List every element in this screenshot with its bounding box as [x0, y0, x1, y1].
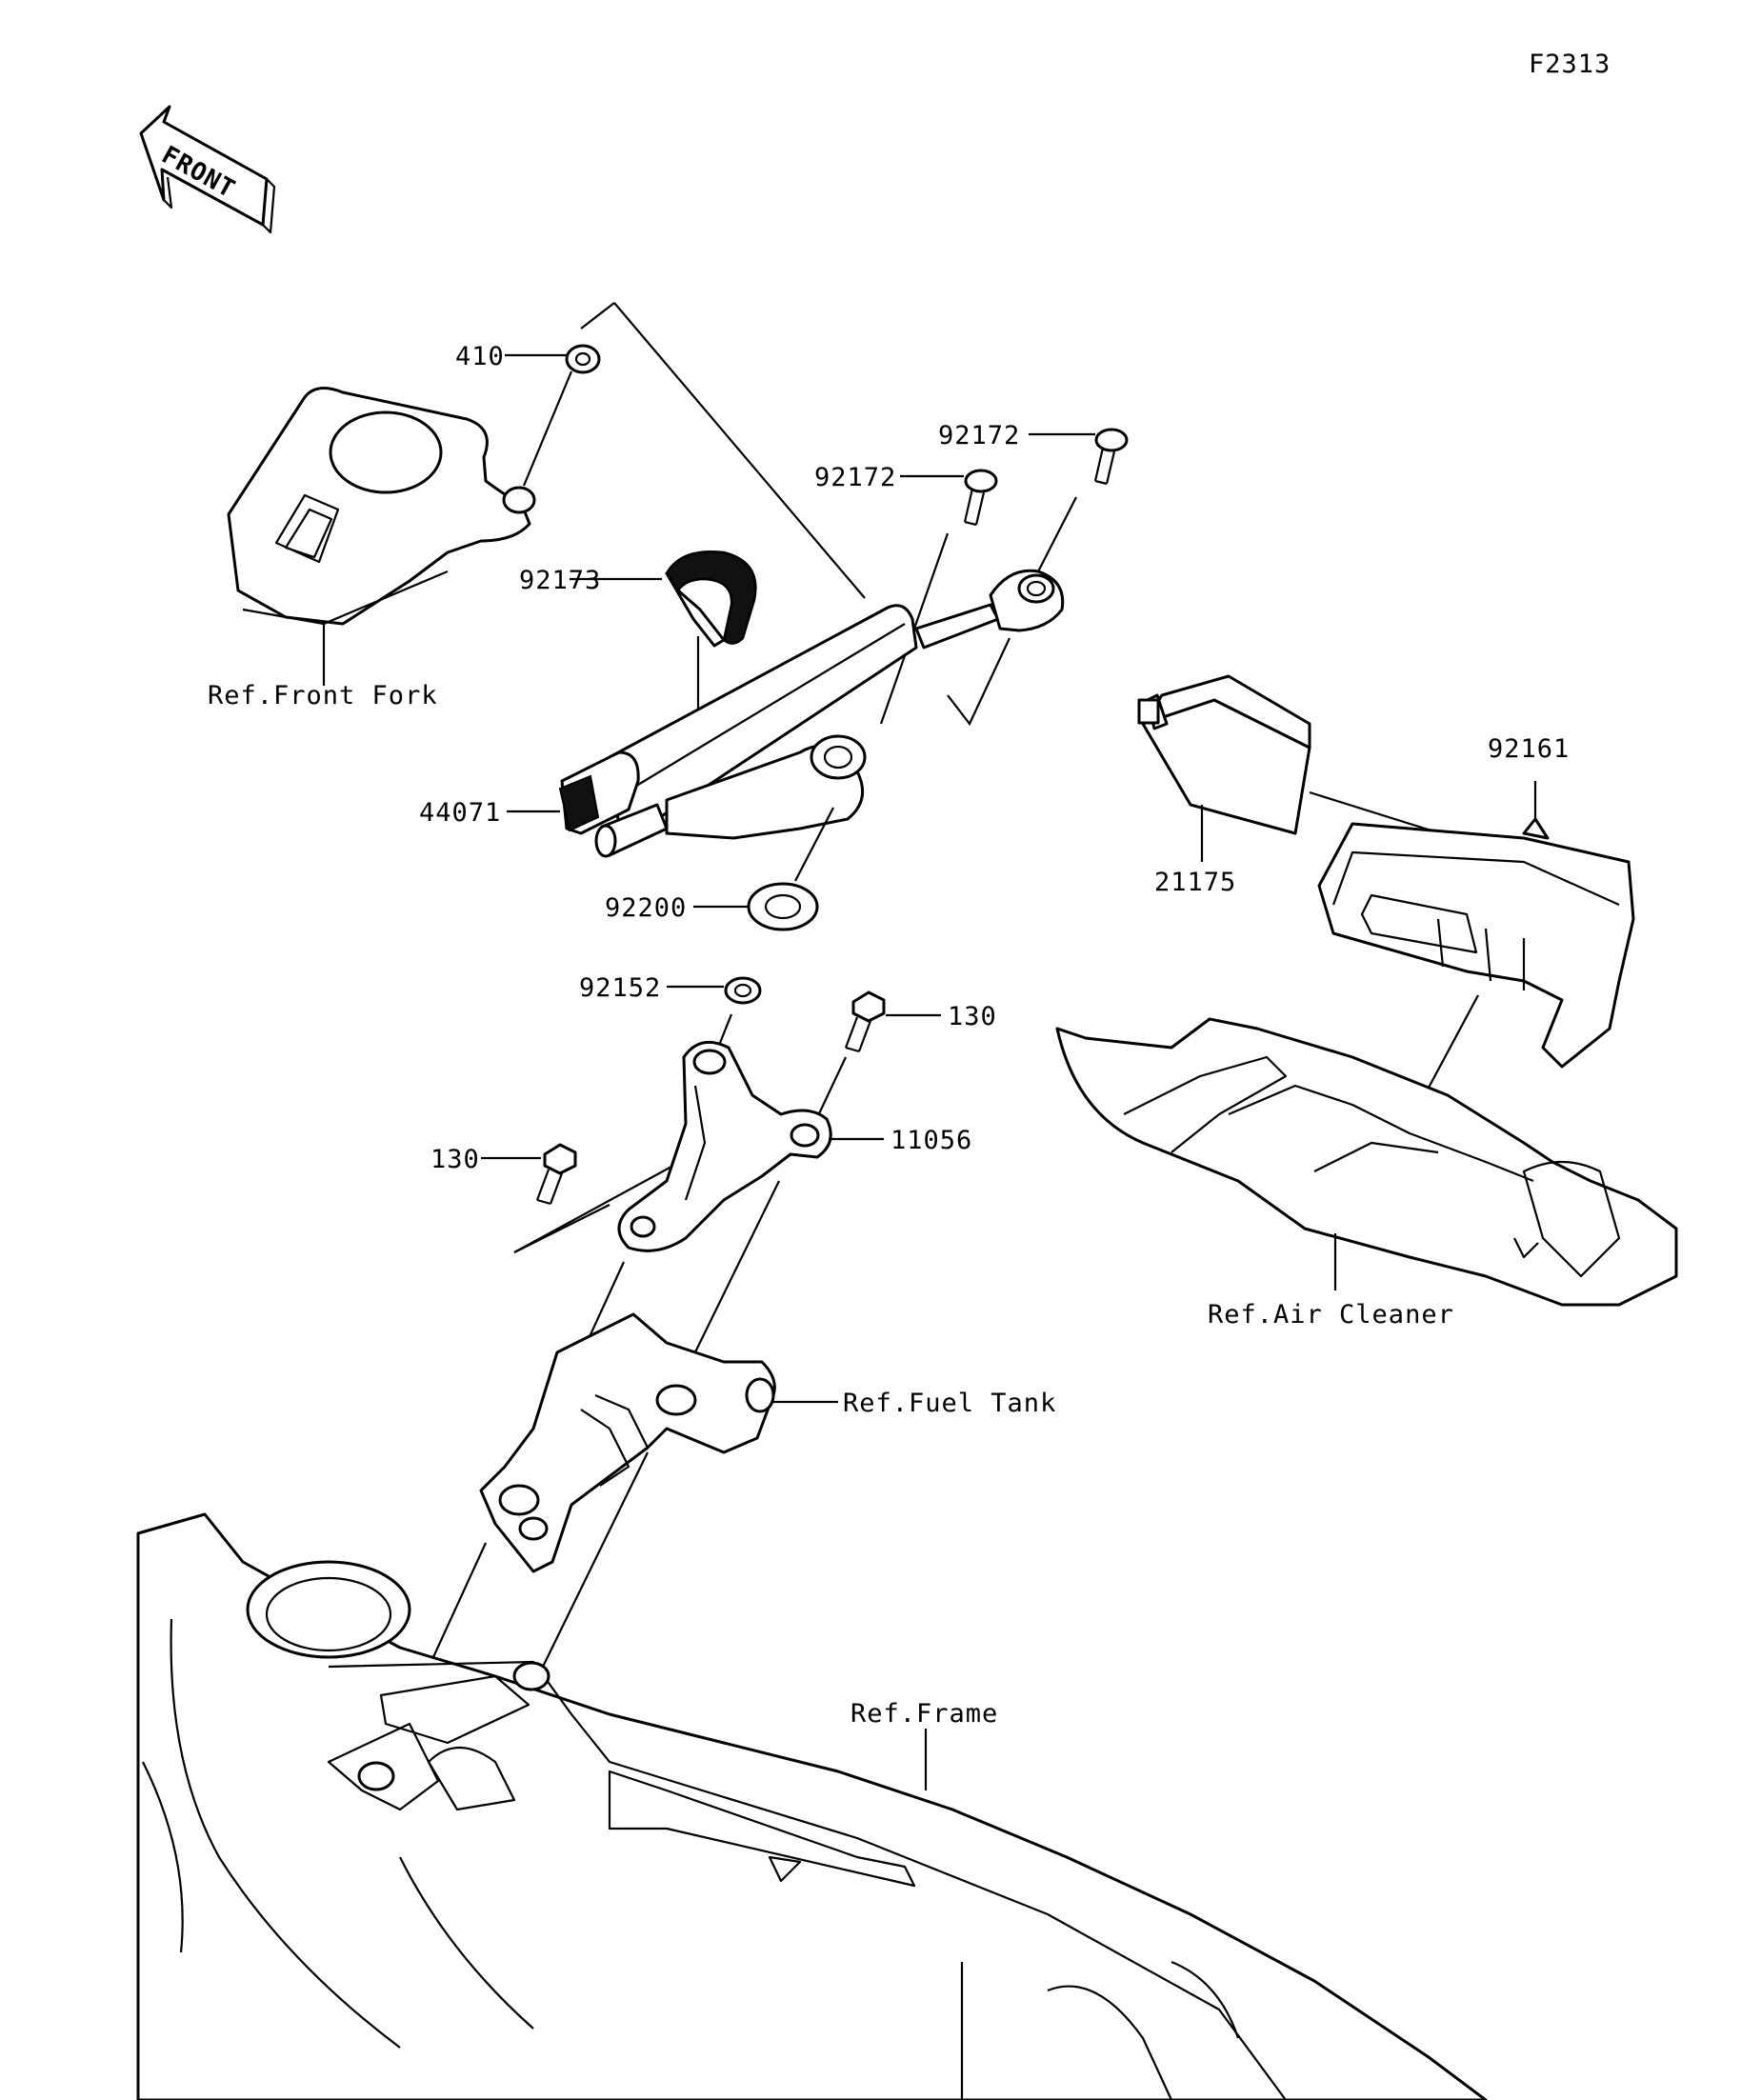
label-92172-a: 92172 — [938, 421, 1020, 450]
label-21175: 21175 — [1154, 868, 1236, 897]
fuel-tank-bracket — [479, 1312, 776, 1573]
label-92200: 92200 — [605, 893, 687, 923]
label-92173: 92173 — [519, 566, 601, 595]
washer-92152 — [724, 976, 762, 1005]
bolt-92172-b — [963, 469, 998, 527]
label-11056: 11056 — [891, 1126, 972, 1155]
label-130-a: 130 — [948, 1002, 997, 1031]
label-ref-fuel-tank: Ref.Fuel Tank — [843, 1389, 1056, 1418]
label-92161: 92161 — [1488, 734, 1570, 764]
cover-92161 — [1317, 817, 1635, 1069]
bolt-92172-a — [1093, 428, 1129, 486]
bolt-130-b — [535, 1143, 577, 1206]
diagram-code: F2313 — [1529, 50, 1611, 79]
steering-damper-44071 — [558, 569, 1065, 858]
label-ref-frame: Ref.Frame — [850, 1699, 998, 1729]
label-92152: 92152 — [579, 973, 661, 1003]
air-cleaner — [1055, 1017, 1678, 1307]
collar-92200 — [747, 882, 819, 931]
washer-410 — [565, 344, 601, 374]
label-130-b: 130 — [430, 1145, 480, 1174]
module-21175 — [1137, 674, 1311, 835]
label-ref-air-cleaner: Ref.Air Cleaner — [1208, 1300, 1454, 1330]
leader-bracket — [613, 302, 866, 599]
bracket-11056 — [617, 1040, 832, 1252]
label-92172-b: 92172 — [814, 463, 896, 492]
label-410: 410 — [455, 342, 505, 371]
label-44071: 44071 — [419, 798, 501, 828]
front-arrow-icon: FRONT — [139, 105, 276, 234]
label-ref-front-fork: Ref.Front Fork — [208, 681, 438, 710]
frame — [136, 1512, 1488, 2100]
front-fork-clamp — [227, 387, 536, 626]
bolt-130-a — [844, 990, 886, 1053]
clip-92173 — [665, 550, 757, 645]
